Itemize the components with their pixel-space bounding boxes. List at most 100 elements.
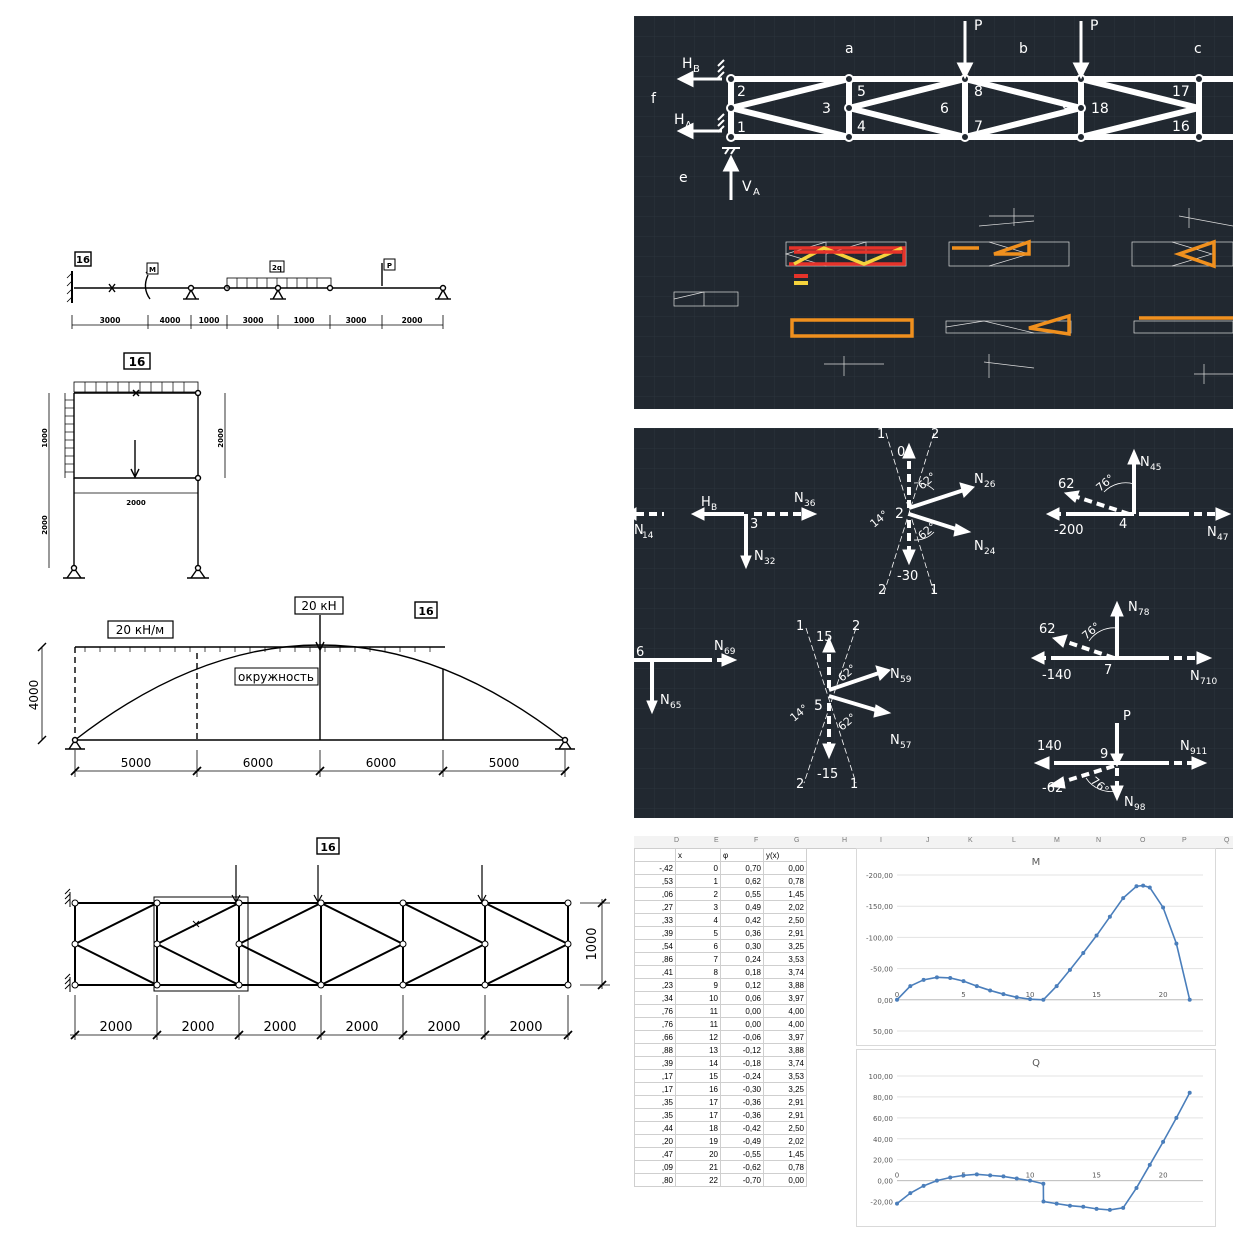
table-cell[interactable]: 18: [675, 1121, 721, 1135]
table-cell[interactable]: 3,25: [763, 939, 807, 953]
table-cell[interactable]: -,42: [634, 861, 676, 875]
table-cell[interactable]: 11: [675, 1004, 721, 1018]
column-letter[interactable]: Q: [1224, 837, 1230, 844]
column-letter[interactable]: M: [1054, 837, 1060, 844]
table-cell[interactable]: ,27: [634, 900, 676, 914]
column-letter[interactable]: D: [674, 837, 680, 844]
table-cell[interactable]: ,06: [634, 887, 676, 901]
table-cell[interactable]: -0,42: [720, 1121, 764, 1135]
table-cell[interactable]: 0,00: [763, 1173, 807, 1187]
column-letter[interactable]: K: [968, 837, 973, 844]
table-cell[interactable]: ,39: [634, 1056, 676, 1070]
table-cell[interactable]: ,86: [634, 952, 676, 966]
table-cell[interactable]: -0,06: [720, 1030, 764, 1044]
table-cell[interactable]: 0,55: [720, 887, 764, 901]
table-cell[interactable]: 0,12: [720, 978, 764, 992]
table-cell[interactable]: ,66: [634, 1030, 676, 1044]
table-cell[interactable]: 2,91: [763, 1095, 807, 1109]
table-cell[interactable]: 0,06: [720, 991, 764, 1005]
table-cell[interactable]: 12: [675, 1030, 721, 1044]
table-cell[interactable]: ,35: [634, 1095, 676, 1109]
table-cell[interactable]: 0,00: [763, 861, 807, 875]
table-cell[interactable]: 4: [675, 913, 721, 927]
table-cell[interactable]: 4,00: [763, 1004, 807, 1018]
table-cell[interactable]: 0,24: [720, 952, 764, 966]
table-cell[interactable]: 1: [675, 874, 721, 888]
table-cell[interactable]: 4,00: [763, 1017, 807, 1031]
table-cell[interactable]: -0,70: [720, 1173, 764, 1187]
table-cell[interactable]: 0,62: [720, 874, 764, 888]
table-cell[interactable]: 2,50: [763, 913, 807, 927]
column-letter[interactable]: G: [794, 837, 800, 844]
table-cell[interactable]: 0,00: [720, 1004, 764, 1018]
table-cell[interactable]: 5: [675, 926, 721, 940]
table-cell[interactable]: 15: [675, 1069, 721, 1083]
table-cell[interactable]: 0,18: [720, 965, 764, 979]
table-cell[interactable]: 0: [675, 861, 721, 875]
table-cell[interactable]: 19: [675, 1134, 721, 1148]
column-letter[interactable]: P: [1182, 837, 1187, 844]
table-cell[interactable]: 1,45: [763, 1147, 807, 1161]
table-cell[interactable]: 2,91: [763, 1108, 807, 1122]
table-cell[interactable]: ,44: [634, 1121, 676, 1135]
table-cell[interactable]: ,76: [634, 1017, 676, 1031]
table-cell[interactable]: 0,49: [720, 900, 764, 914]
table-cell[interactable]: 3,74: [763, 1056, 807, 1070]
table-cell[interactable]: 20: [675, 1147, 721, 1161]
table-cell[interactable]: 3,88: [763, 978, 807, 992]
table-cell[interactable]: 3,25: [763, 1082, 807, 1096]
table-cell[interactable]: 6: [675, 939, 721, 953]
table-cell[interactable]: ,47: [634, 1147, 676, 1161]
column-letter[interactable]: I: [880, 837, 882, 844]
table-cell[interactable]: 0,70: [720, 861, 764, 875]
table-cell[interactable]: 11: [675, 1017, 721, 1031]
table-cell[interactable]: 21: [675, 1160, 721, 1174]
column-letter[interactable]: E: [714, 837, 719, 844]
column-letter[interactable]: L: [1012, 837, 1016, 844]
table-cell[interactable]: 3,97: [763, 991, 807, 1005]
table-cell[interactable]: -0,36: [720, 1095, 764, 1109]
table-cell[interactable]: 3: [675, 900, 721, 914]
table-cell[interactable]: ,34: [634, 991, 676, 1005]
table-cell[interactable]: ,17: [634, 1082, 676, 1096]
table-cell[interactable]: 2,91: [763, 926, 807, 940]
table-cell[interactable]: ,76: [634, 1004, 676, 1018]
table-cell[interactable]: ,17: [634, 1069, 676, 1083]
table-cell[interactable]: 14: [675, 1056, 721, 1070]
table-cell[interactable]: -0,24: [720, 1069, 764, 1083]
column-letter[interactable]: O: [1140, 837, 1146, 844]
column-letter[interactable]: F: [754, 837, 759, 844]
table-cell[interactable]: 2,50: [763, 1121, 807, 1135]
table-cell[interactable]: -0,30: [720, 1082, 764, 1096]
table-cell[interactable]: 2,02: [763, 1134, 807, 1148]
table-cell[interactable]: 2: [675, 887, 721, 901]
table-cell[interactable]: 3,53: [763, 952, 807, 966]
table-cell[interactable]: -0,49: [720, 1134, 764, 1148]
table-cell[interactable]: ,35: [634, 1108, 676, 1122]
table-cell[interactable]: -0,55: [720, 1147, 764, 1161]
table-cell[interactable]: 3,74: [763, 965, 807, 979]
table-cell[interactable]: ,53: [634, 874, 676, 888]
table-cell[interactable]: ,09: [634, 1160, 676, 1174]
table-cell[interactable]: 17: [675, 1108, 721, 1122]
table-cell[interactable]: 0,36: [720, 926, 764, 940]
table-cell[interactable]: ,23: [634, 978, 676, 992]
table-cell[interactable]: ,20: [634, 1134, 676, 1148]
table-cell[interactable]: 10: [675, 991, 721, 1005]
table-cell[interactable]: 3,53: [763, 1069, 807, 1083]
column-letter[interactable]: H: [842, 837, 848, 844]
